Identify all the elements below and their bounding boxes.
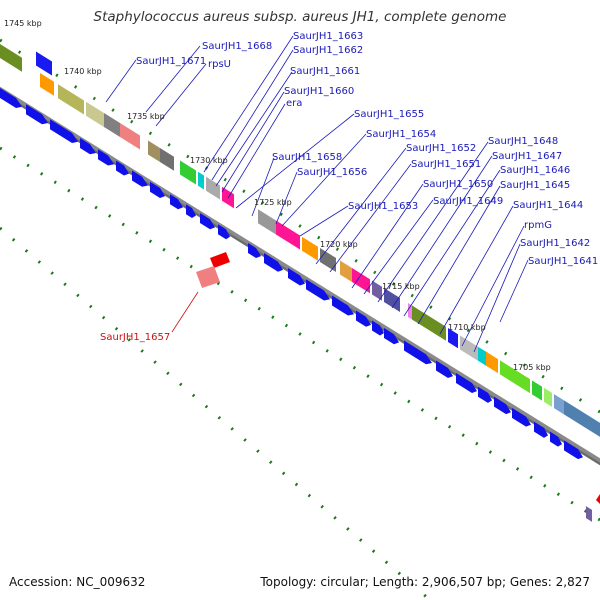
gene-label: SaurJH1_1642 [520,238,590,249]
gene-label: era [286,98,302,109]
gene-label: SaurJH1_1645 [500,180,570,191]
kbp-label: 1735 kbp [127,112,165,121]
gene-label: SaurJH1_1641 [528,256,598,267]
gene-label: SaurJH1_1668 [202,41,272,52]
kbp-label: 1710 kbp [448,323,486,332]
gene-label: SaurJH1_1663 [293,31,363,42]
gene-label: SaurJH1_1655 [354,109,424,120]
gene-label: SaurJH1_1658 [272,152,342,163]
red-features [196,252,600,522]
gene-label: SaurJH1_1653 [348,201,418,212]
kbp-label: 1730 kbp [190,156,228,165]
kbp-label: 1715 kbp [382,282,420,291]
kbp-label: 1725 kbp [254,198,292,207]
cds-arrows [0,88,583,460]
gene-label: SaurJH1_1654 [366,129,436,140]
gene-label: SaurJH1_1656 [297,167,367,178]
gene-label: SaurJH1_1644 [513,200,583,211]
gene-label: SaurJH1_1650 [423,179,493,190]
kbp-label: 1705 kbp [513,363,551,372]
kbp-label: 1720 kbp [320,240,358,249]
gene-label: rpsU [208,59,231,70]
gene-labels: SaurJH1_1668 SaurJH1_1671 rpsU SaurJH1_1… [100,31,598,343]
gene-label-pseudogene: SaurJH1_1657 [100,332,170,343]
gene-label: SaurJH1_1661 [290,66,360,77]
leader-lines [105,35,529,353]
gene-label: SaurJH1_1671 [136,56,206,67]
gene-label: SaurJH1_1660 [284,86,354,97]
gene-label: SaurJH1_1651 [411,159,481,170]
ruler-labels: 1745 kbp 1740 kbp 1735 kbp 1730 kbp 1725… [4,19,551,372]
feature-track [0,41,600,440]
dotted-ruler-lines [0,38,600,600]
gene-label: SaurJH1_1648 [488,136,558,147]
genome-summary-text: Topology: circular; Length: 2,906,507 bp… [260,575,590,589]
gene-label: SaurJH1_1662 [293,45,363,56]
kbp-label: 1745 kbp [4,19,42,28]
map-title: Staphylococcus aureus subsp. aureus JH1,… [93,9,507,25]
gene-label: rpmG [524,220,552,231]
gene-label: SaurJH1_1652 [406,143,476,154]
gene-label: SaurJH1_1649 [433,196,503,207]
kbp-label: 1740 kbp [64,67,102,76]
leader-line-red [171,291,199,333]
accession-text: Accession: NC_009632 [9,575,146,589]
gene-label: SaurJH1_1646 [500,165,570,176]
gene-label: SaurJH1_1647 [492,151,562,162]
